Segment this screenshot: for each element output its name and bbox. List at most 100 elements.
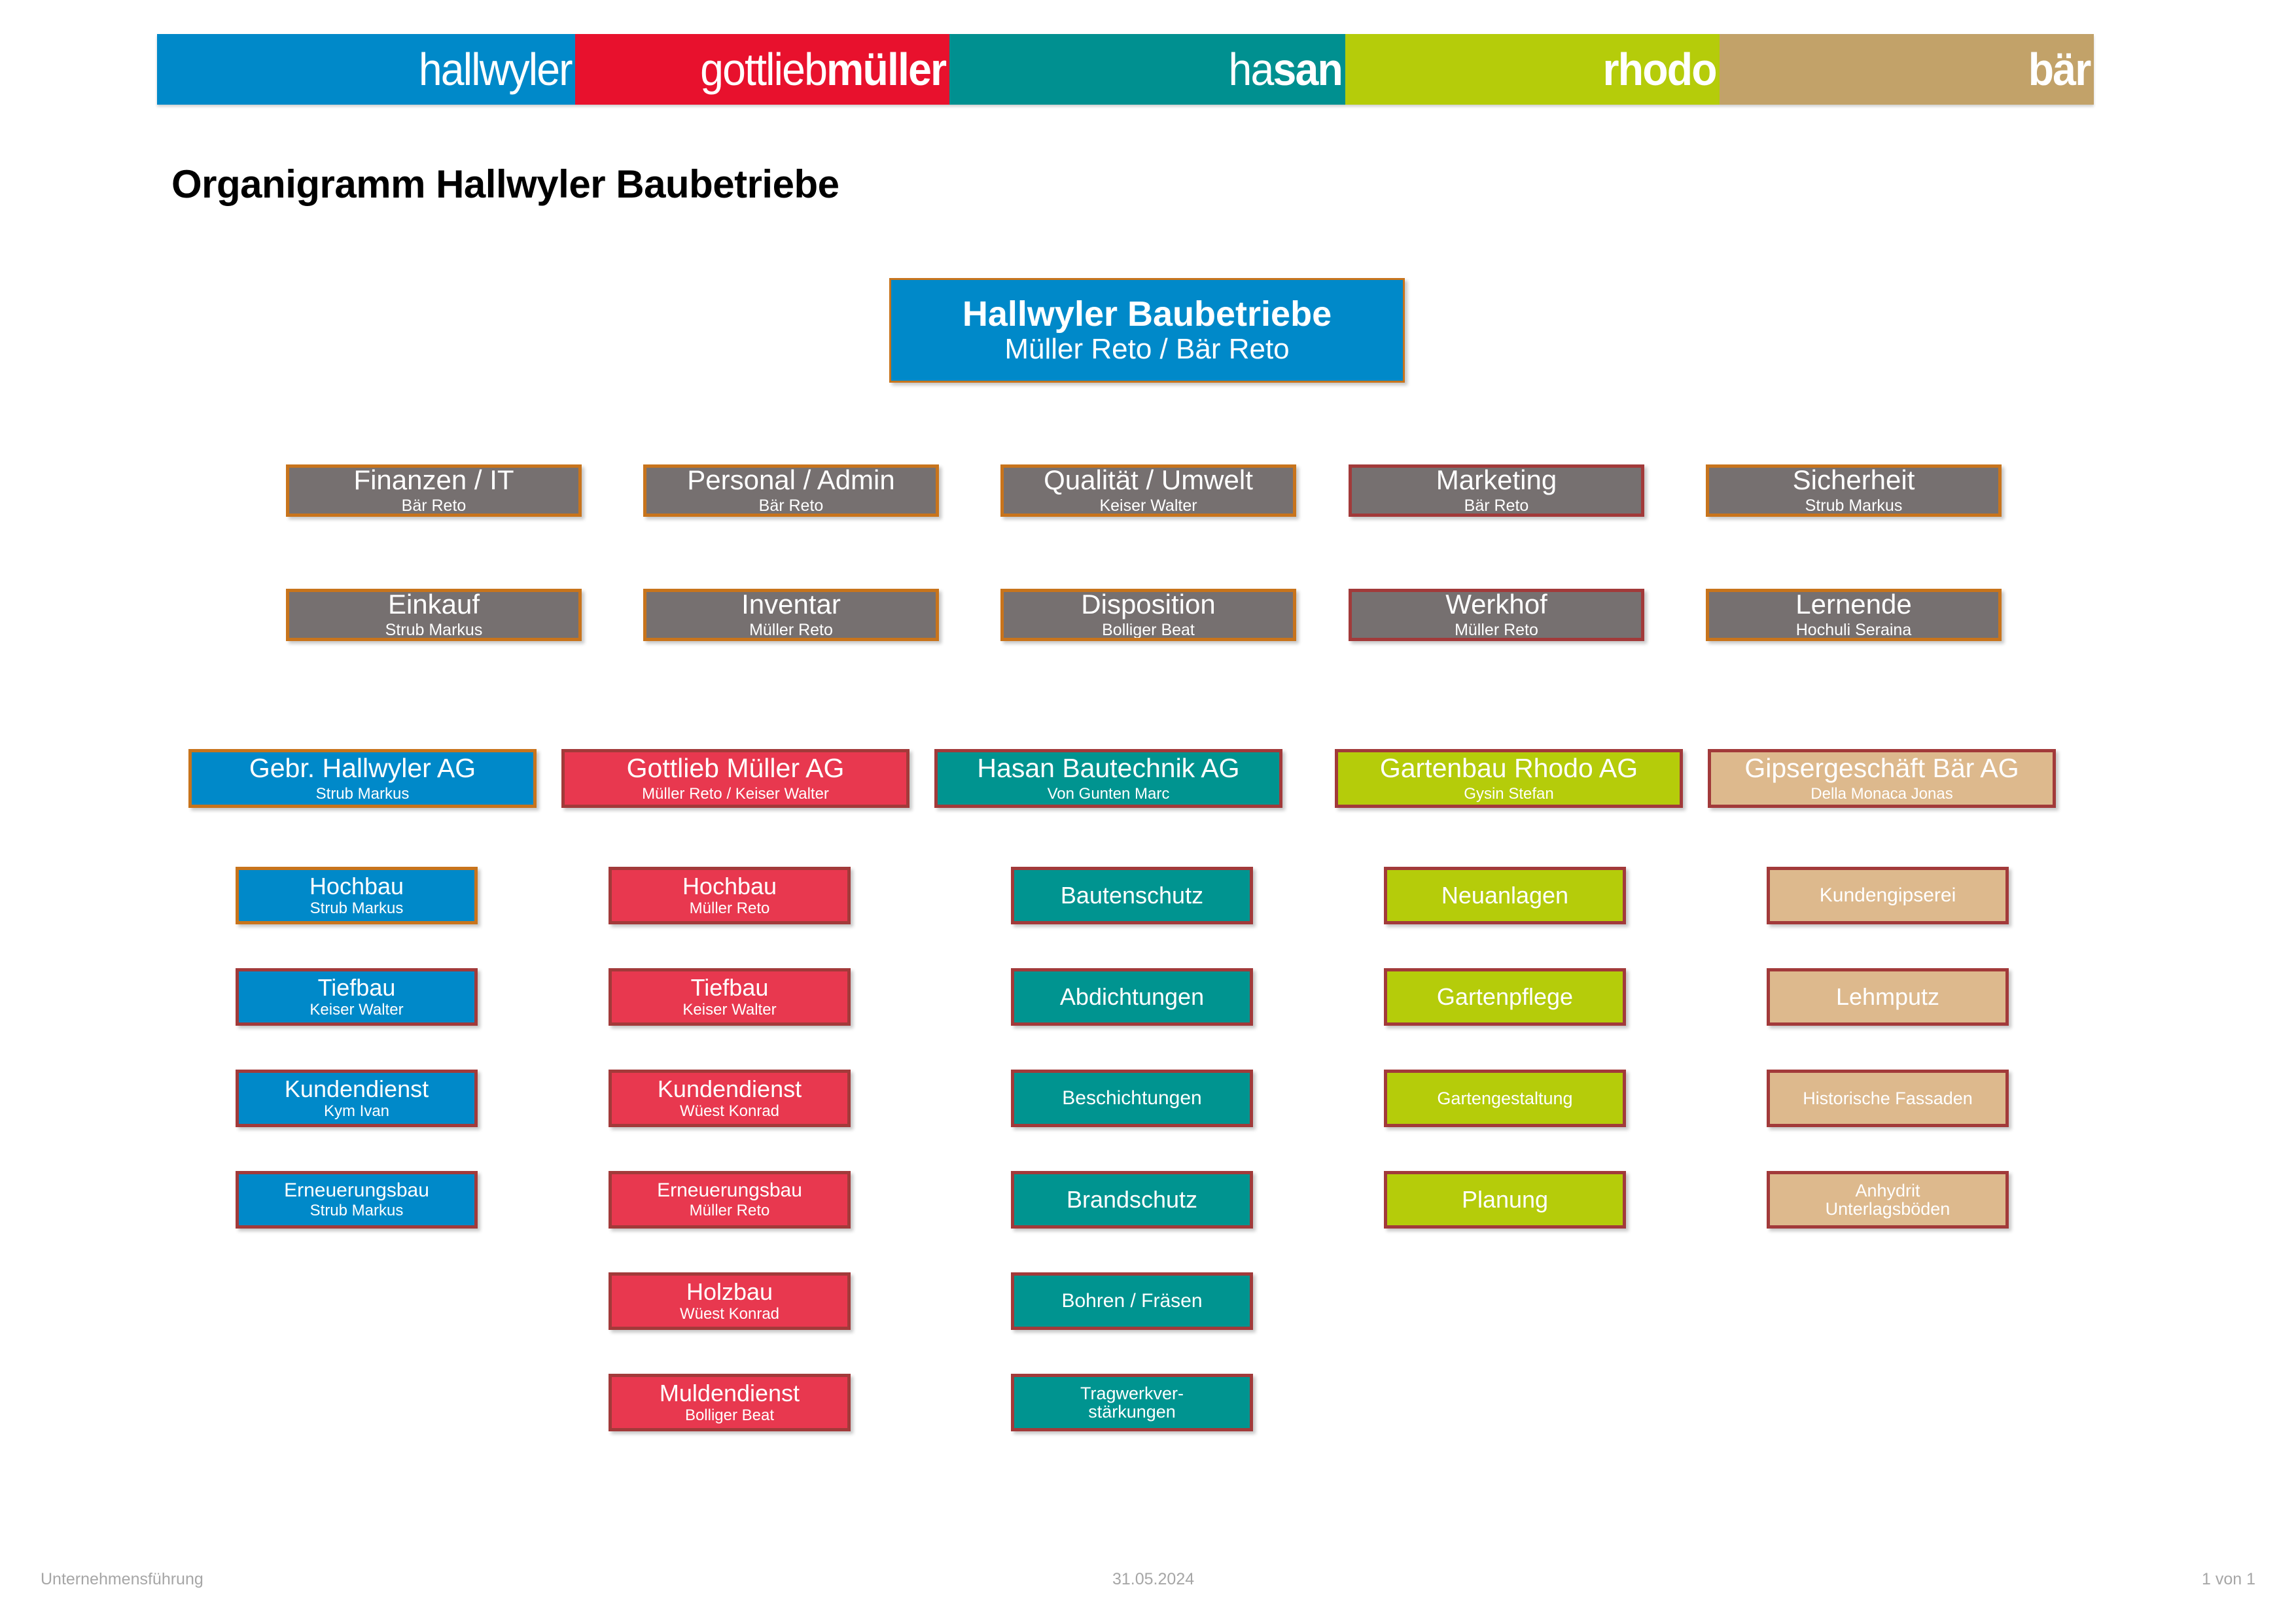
node-label: Hallwyler Baubetriebe [962, 294, 1332, 334]
node-person: Wüest Konrad [679, 1305, 780, 1323]
node-label: Tiefbau [317, 973, 396, 1001]
node-person: Kym Ivan [323, 1102, 390, 1121]
brand-logo-label: bär [2028, 44, 2092, 95]
node-label: Holzbau [686, 1278, 773, 1305]
node-label: Qualität / Umwelt [1044, 464, 1253, 496]
node-label: Inventar [741, 589, 841, 620]
node-label: Muldendienst [659, 1379, 800, 1406]
division-item-hasan-bautechnik-ag-bautenschutz[interactable]: Bautenschutz [1011, 867, 1253, 924]
brand-logo-gottliebmuller: gottliebmüller [575, 34, 949, 105]
footer-page-number: 1 von 1 [2201, 1570, 2255, 1588]
division-item-gartenbau-rhodo-ag-gartengestaltung[interactable]: Gartengestaltung [1384, 1070, 1626, 1127]
node-person: Müller Reto / Keiser Walter [642, 784, 829, 803]
node-person: Müller Reto [689, 899, 770, 918]
brand-logo-hallwyler: hallwyler [157, 34, 576, 105]
division-item-gipsergeschaeft-baer-ag-kundengipserei[interactable]: Kundengipserei [1767, 867, 2009, 924]
division-item-gartenbau-rhodo-ag-planung[interactable]: Planung [1384, 1171, 1626, 1229]
division-item-hasan-bautechnik-ag-bohren-fräsen[interactable]: Bohren / Fräsen [1011, 1272, 1253, 1330]
division-item-gartenbau-rhodo-ag-neuanlagen[interactable]: Neuanlagen [1384, 867, 1626, 924]
division-item-gipsergeschaeft-baer-ag-lehmputz[interactable]: Lehmputz [1767, 968, 2009, 1026]
division-item-hasan-bautechnik-ag-tragwerkver-stärkungen[interactable]: Tragwerkver-stärkungen [1011, 1374, 1253, 1431]
node-person: Keiser Walter [309, 1001, 404, 1019]
node-label: Hochbau [309, 872, 404, 899]
node-person: Strub Markus [315, 784, 410, 803]
node-label: Kundendienst [284, 1075, 429, 1102]
node-person: Hochuli Seraina [1795, 621, 1912, 640]
node-label: Gottlieb Müller AG [626, 752, 845, 783]
division-item-hasan-bautechnik-ag-abdichtungen[interactable]: Abdichtungen [1011, 968, 1253, 1026]
node-label: Gartenpflege [1436, 983, 1574, 1011]
node-person: Strub Markus [1805, 497, 1903, 515]
node-person: Strub Markus [385, 621, 483, 640]
node-person: Strub Markus [309, 1201, 404, 1219]
node-label: Abdichtungen [1059, 983, 1205, 1011]
node-label: Werkhof [1445, 589, 1547, 620]
brand-logo-label: rhodo [1602, 44, 1717, 95]
node-person: Bolliger Beat [684, 1406, 775, 1425]
node-label: Lehmputz [1835, 983, 1940, 1011]
node-label: Neuanlagen [1441, 882, 1569, 909]
node-person: Strub Markus [309, 899, 404, 918]
node-label: Gebr. Hallwyler AG [249, 752, 476, 783]
node-label: Beschichtungen [1062, 1087, 1202, 1109]
division-item-hasan-bautechnik-ag-beschichtungen[interactable]: Beschichtungen [1011, 1070, 1253, 1127]
division-item-gartenbau-rhodo-ag-gartenpflege[interactable]: Gartenpflege [1384, 968, 1626, 1026]
node-label: Gartengestaltung [1437, 1088, 1573, 1108]
node-person: Müller Reto / Bär Reto [1004, 332, 1290, 365]
node-label: Kundengipserei [1819, 884, 1956, 907]
node-person: Von Gunten Marc [1047, 784, 1170, 803]
node-label: Sicherheit [1792, 464, 1915, 496]
node-label: Hochbau [682, 872, 777, 899]
node-label: Historische Fassaden [1803, 1088, 1973, 1108]
division-item-gipsergeschaeft-baer-ag-historische-fassaden[interactable]: Historische Fassaden [1767, 1070, 2009, 1127]
node-label: Tiefbau [690, 973, 769, 1001]
node-label: Bohren / Fräsen [1061, 1290, 1203, 1312]
node-label: Brandschutz [1066, 1186, 1198, 1213]
node-label: Planung [1461, 1186, 1549, 1213]
node-person: Della Monaca Jonas [1810, 784, 1953, 803]
division-item-hasan-bautechnik-ag-brandschutz[interactable]: Brandschutz [1011, 1171, 1253, 1229]
node-person: Bolliger Beat [1102, 621, 1195, 640]
node-label: Finanzen / IT [353, 464, 514, 496]
node-label: Personal / Admin [687, 464, 895, 496]
brand-logo-label: gottliebmüller [700, 44, 947, 95]
node-label: Marketing [1436, 464, 1557, 496]
node-label: Gartenbau Rhodo AG [1379, 752, 1638, 783]
brand-logo-bar: bär [1720, 34, 2094, 105]
node-label: Hasan Bautechnik AG [977, 752, 1240, 783]
node-label: Kundendienst [657, 1075, 802, 1102]
brand-logo-hasan: hasan [949, 34, 1346, 105]
node-person: Müller Reto [689, 1201, 770, 1219]
footer-department: Unternehmensführung [41, 1570, 203, 1588]
brand-logo-rhodo: rhodo [1345, 34, 1720, 105]
footer-date: 31.05.2024 [1112, 1570, 1195, 1588]
